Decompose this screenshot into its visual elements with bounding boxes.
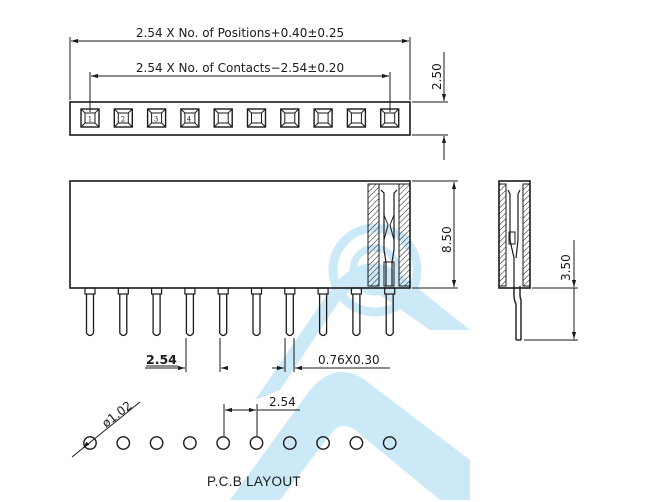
pcb-holes [83, 436, 397, 450]
pitch-dimension: 2.54 [145, 338, 228, 372]
top-cell [180, 108, 200, 128]
front-view [69, 180, 411, 337]
body-height-label: 8.50 [440, 226, 454, 253]
contact-span-dimension: 2.54 X No. of Contacts−2.54±0.20 [89, 61, 391, 112]
front-pin [117, 287, 129, 337]
top-cell [213, 108, 233, 128]
pin-number-3: 3 [154, 116, 158, 124]
top-cell [280, 108, 300, 128]
pcb-hole [116, 436, 131, 450]
overall-length-dimension: 2.54 X No. of Positions+0.40±0.25 [69, 26, 411, 100]
top-cell [346, 108, 367, 128]
pcb-hole [349, 436, 364, 450]
pcb-layout-title: P.C.B LAYOUT [207, 474, 301, 489]
pin-number-1: 1 [88, 116, 92, 124]
pitch-label: 2.54 [146, 352, 177, 367]
pcb-hole [282, 436, 297, 450]
pin-size-dimension: 0.76X0.30 [272, 338, 390, 372]
front-pin [250, 287, 263, 337]
front-pin [284, 287, 296, 337]
pin-size-label: 0.76X0.30 [318, 353, 380, 367]
front-pin [317, 287, 329, 337]
tail-length-label: 3.50 [559, 254, 573, 281]
pcb-hole [216, 436, 231, 450]
front-pin [184, 287, 196, 337]
front-pin [84, 287, 96, 337]
pin-number-2: 2 [121, 116, 125, 124]
pcb-hole [382, 436, 397, 450]
tail-length-dimension: 3.50 [524, 240, 578, 341]
front-pin [217, 287, 229, 337]
top-cell [113, 108, 134, 128]
pcb-hole [182, 436, 197, 450]
pcb-hole [249, 436, 264, 450]
pcb-pitch-label: 2.54 [269, 395, 296, 409]
top-height-label: 2.50 [430, 63, 444, 90]
top-cell [313, 108, 333, 128]
front-view-pins [84, 287, 396, 337]
front-pin [384, 287, 396, 337]
front-pin [350, 287, 362, 337]
hole-diameter-label: ø1.02 [99, 398, 134, 430]
contact-span-label: 2.54 X No. of Contacts−2.54±0.20 [136, 61, 344, 75]
pin-number-4: 4 [187, 116, 192, 124]
top-cell [146, 108, 167, 128]
top-view: 1 2 3 4 [69, 101, 411, 136]
front-pin [151, 287, 163, 337]
overall-length-label: 2.54 X No. of Positions+0.40±0.25 [136, 26, 344, 40]
top-view-cells [80, 108, 400, 128]
pcb-hole [149, 436, 164, 450]
top-height-dimension: 2.50 [412, 52, 448, 160]
side-view [498, 180, 531, 341]
pcb-hole [316, 436, 330, 450]
body-height-dimension: 8.50 [412, 180, 458, 289]
top-cell [246, 108, 267, 128]
